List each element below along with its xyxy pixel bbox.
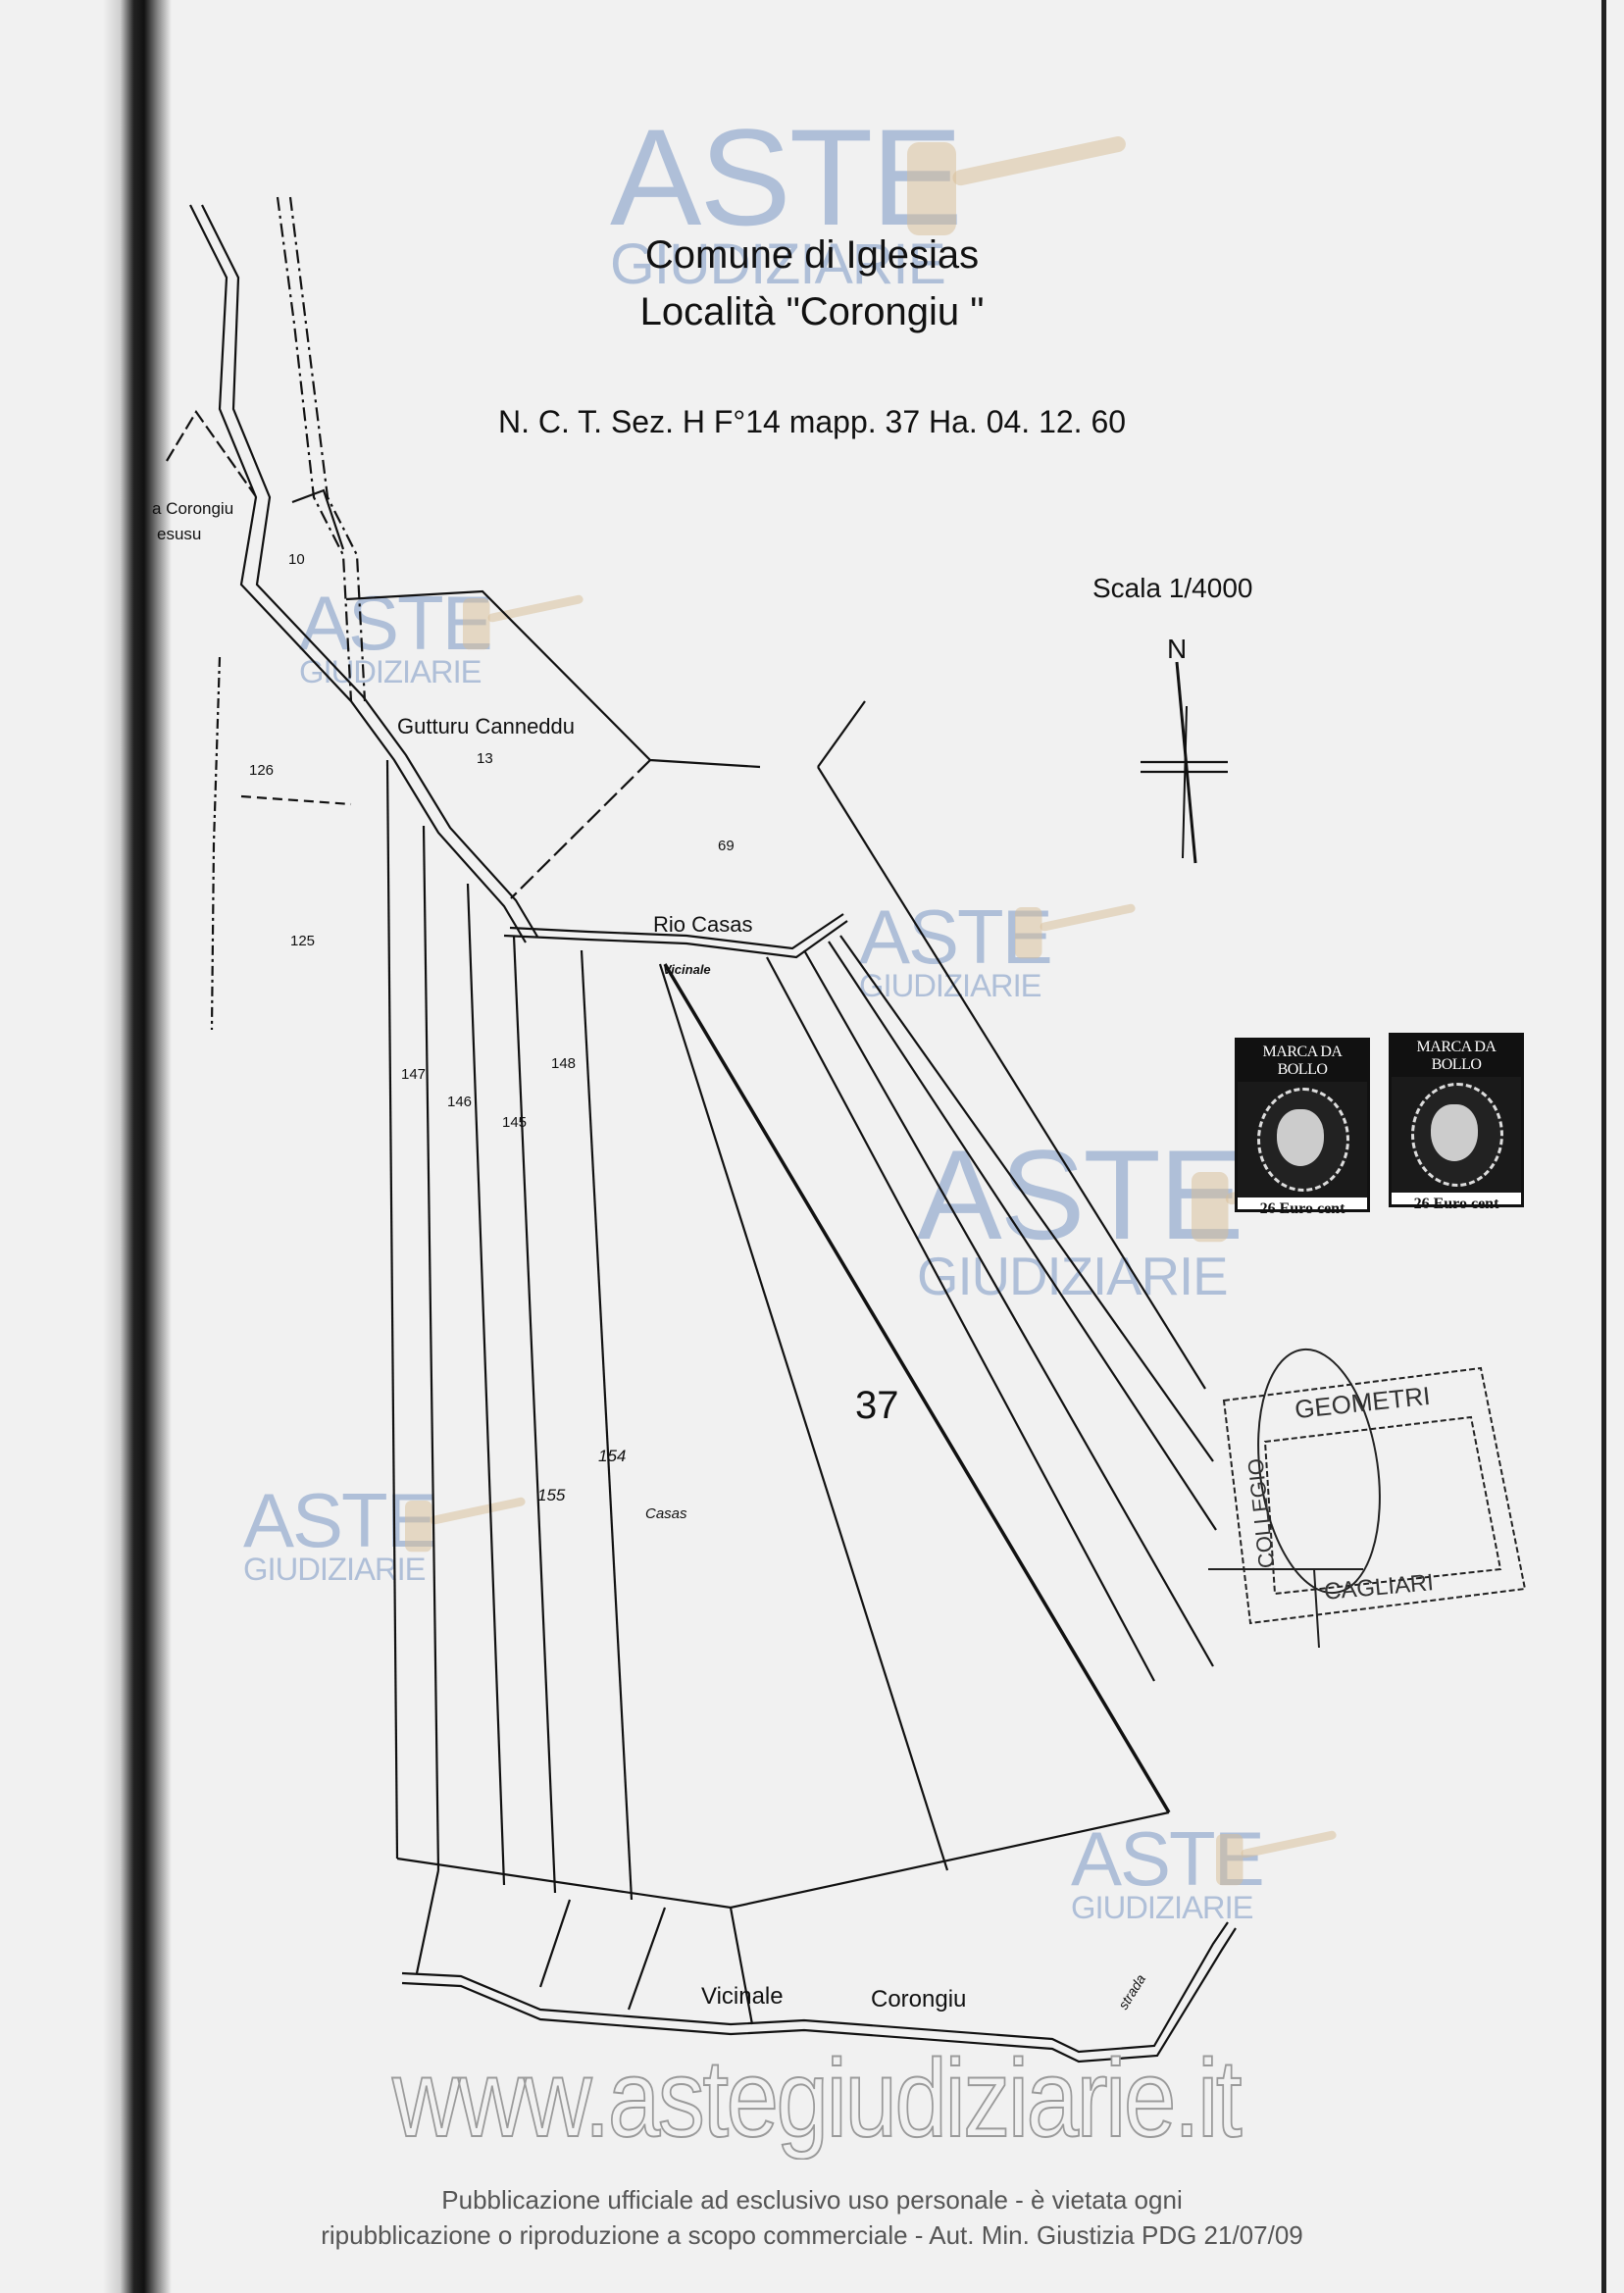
parcel-label: 147 <box>401 1066 426 1083</box>
portrait-icon <box>1431 1104 1478 1161</box>
footer-line-1: Pubblicazione ufficiale ad esclusivo uso… <box>441 2185 1183 2215</box>
title-localita: Località "Corongiu " <box>639 290 985 333</box>
place-label: Corongiu <box>871 1986 966 2013</box>
scale-label: Scala 1/4000 <box>1092 573 1253 603</box>
parcel-lines <box>166 196 1237 2064</box>
handwritten-label: 154 <box>598 1447 626 1465</box>
gavel-icons <box>405 136 1356 1886</box>
parcel-label: 126 <box>249 762 274 779</box>
north-label: N <box>1167 634 1188 664</box>
parcel-label: 10 <box>288 551 305 568</box>
revenue-stamp: MARCA DA BOLLO 26 Euro cent <box>1235 1038 1370 1217</box>
gavel-icon <box>907 136 1126 235</box>
place-label: esusu <box>157 525 201 543</box>
handwritten-label: 155 <box>537 1486 566 1504</box>
catasto-reference: N. C. T. Sez. H F°14 mapp. 37 Ha. 04. 12… <box>497 404 1127 439</box>
parcel-label-37: 37 <box>855 1384 899 1427</box>
gavel-icon <box>1216 1830 1337 1886</box>
gavel-icon <box>1015 903 1136 959</box>
revenue-stamp: MARCA DA BOLLO 26 Euro cent <box>1389 1033 1524 1212</box>
parcel-label: 125 <box>290 933 315 949</box>
place-label: strada <box>1115 1971 1148 2013</box>
place-label: Rio Casas <box>653 912 752 937</box>
parcel-label: 148 <box>551 1055 576 1072</box>
collegio-stamp <box>1208 1348 1527 1649</box>
parcel-label: 13 <box>477 750 493 767</box>
place-label: Vicinale <box>663 962 711 977</box>
handwritten-label: Casas <box>645 1505 687 1522</box>
place-label: a Corongiu <box>152 499 233 518</box>
portrait-icon <box>1277 1109 1324 1166</box>
watermark-site-url: www.astegiudiziarie.it <box>391 2036 1243 2161</box>
parcel-label: 69 <box>718 838 735 854</box>
map-labels: 10 13 69 125 126 147 146 145 148 37 154 … <box>152 499 1148 2013</box>
parcel-label: 146 <box>447 1094 472 1110</box>
footer-line-2: ripubblicazione o riproduzione a scopo c… <box>321 2220 1303 2250</box>
gavel-icon <box>463 594 584 650</box>
parcel-label: 145 <box>502 1114 527 1131</box>
place-label: Vicinale <box>701 1983 784 2010</box>
scan-shadow-left <box>103 0 172 2293</box>
place-label: Gutturu Canneddu <box>397 714 575 739</box>
gavel-icon <box>405 1497 526 1553</box>
title-comune: Comune di Iglesias <box>644 233 980 277</box>
scan-edge-right <box>1601 0 1606 2293</box>
